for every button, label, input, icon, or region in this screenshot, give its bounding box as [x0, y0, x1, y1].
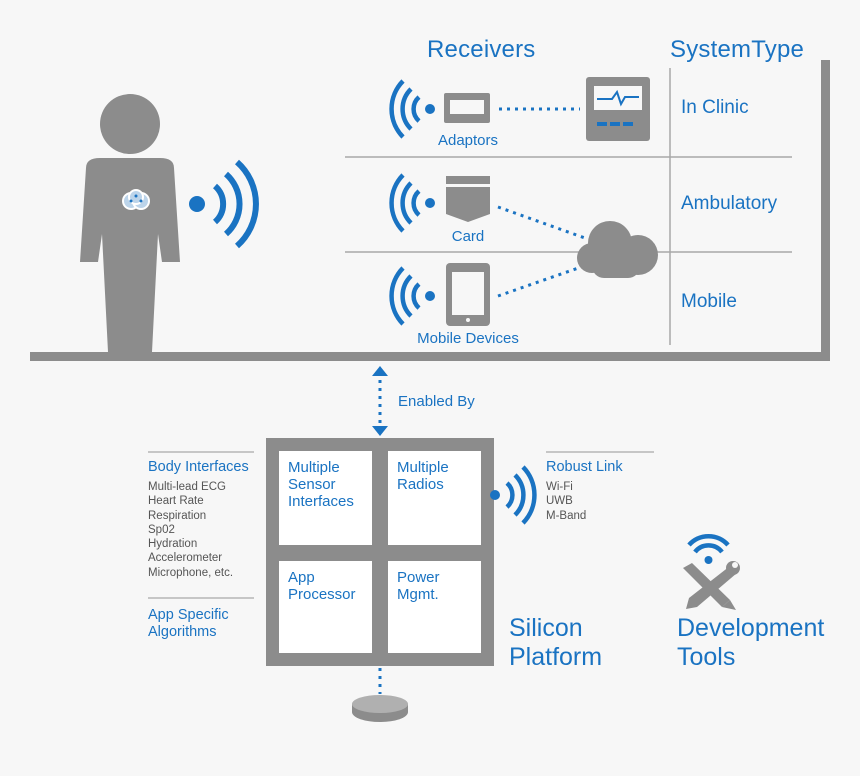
floor-line: [30, 352, 830, 361]
adaptor-icon: [444, 93, 490, 123]
adaptor-signal-icon: [389, 79, 435, 139]
radios-cell: Multiple Radios: [397, 459, 449, 493]
system-type-ambulatory: Ambulatory: [681, 193, 778, 214]
development-tools-label: Development Tools: [677, 614, 825, 671]
radio-signal-icon: [490, 465, 537, 525]
robust-link-item: Wi-Fi: [546, 481, 573, 493]
sensor-patch-icon: [122, 189, 150, 210]
robust-link-title: Robust Link: [546, 459, 623, 475]
enabled-by-arrow: [372, 366, 388, 436]
receivers-header: Receivers: [427, 36, 536, 63]
body-interface-item: Multi-lead ECG: [148, 481, 226, 493]
platform-cell-radios-bg: [388, 451, 481, 545]
sensor-interfaces-cell: Multiple Sensor Interfaces: [288, 459, 354, 510]
monitor-icon: [586, 77, 650, 141]
robust-link-item: M-Band: [546, 509, 587, 522]
wireless-signal-icon: [189, 159, 259, 249]
cloud-icon: [577, 221, 658, 278]
body-interface-item: Respiration: [148, 509, 207, 522]
enabled-by-label: Enabled By: [398, 393, 475, 410]
app-processor-cell: App Processor: [288, 569, 356, 603]
body-interfaces-list: Multi-lead ECG Heart Rate Respiration Sp…: [148, 480, 233, 580]
tablet-icon: [446, 263, 490, 326]
disk-icon: [352, 695, 408, 722]
system-type-in-clinic: In Clinic: [681, 97, 749, 118]
right-wall-line: [821, 60, 830, 361]
body-interface-item: Accelerometer: [148, 552, 223, 565]
body-interface-item: Microphone, etc.: [148, 566, 234, 579]
mobile-signal-icon: [389, 266, 435, 326]
platform-cell-app-bg: [279, 561, 372, 653]
silicon-platform-label: Silicon Platform: [509, 614, 603, 671]
adaptors-label: Adaptors: [437, 132, 499, 149]
system-type-header: SystemType: [670, 36, 805, 63]
system-type-mobile: Mobile: [681, 291, 737, 312]
body-interface-item: Sp02: [148, 523, 175, 536]
platform-cell-power-bg: [388, 561, 481, 653]
mobile-devices-label: Mobile Devices: [417, 330, 519, 347]
app-algorithms-title: App Specific Algorithms: [148, 607, 229, 640]
platform-cell-sensor-bg: [279, 451, 372, 545]
card-signal-icon: [389, 173, 435, 233]
body-interface-item: Hydration: [148, 538, 198, 551]
card-icon: [446, 176, 490, 222]
body-interfaces-title: Body Interfaces: [148, 459, 249, 475]
wrench-pencil-icon: [683, 534, 740, 610]
robust-link-item: UWB: [546, 495, 573, 508]
card-label: Card: [451, 228, 485, 245]
power-mgmt-cell: Power Mgmt.: [397, 569, 440, 603]
person-icon: [80, 94, 180, 352]
body-interface-item: Heart Rate: [148, 495, 204, 508]
robust-link-list: Wi-Fi UWB M-Band: [546, 480, 586, 523]
tablet-link-dots: [497, 264, 585, 298]
